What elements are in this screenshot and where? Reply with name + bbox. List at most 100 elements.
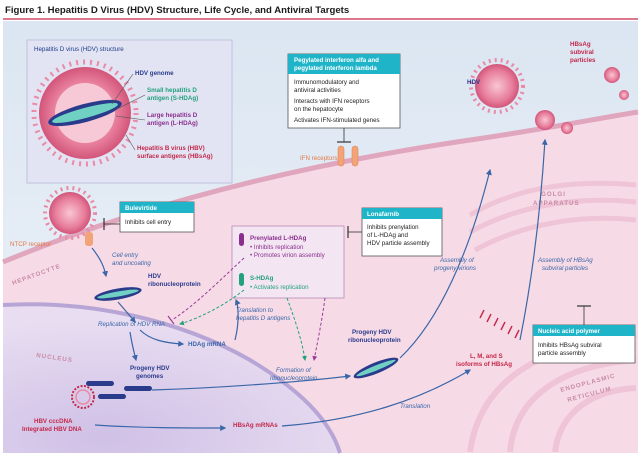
label-assembly-virions-2: progeny virions	[433, 265, 476, 272]
prenylated-l-hdag-icon	[239, 233, 244, 246]
ntcp-receptor-illustration	[85, 232, 93, 246]
lonafarnib-box-header	[362, 208, 442, 219]
arrow-to-formation-shdag	[286, 297, 307, 361]
arrow-assembly-virions	[399, 168, 492, 359]
hdv-ribonucleoprotein-illustration	[94, 287, 142, 301]
inset-leader-lines	[111, 73, 146, 151]
label-hdv-rnp-2: ribonucleoprotein	[148, 281, 201, 288]
label-ntcp-receptor: NTCP receptor	[10, 241, 51, 248]
label-cell-entry-1: Cell entry	[112, 252, 139, 259]
label-hbsag-2: surface antigens (HBsAg)	[137, 153, 213, 160]
label-replication: Replication of HDV RNA	[98, 321, 165, 328]
interferon-title-2: pegylated interferon lambda	[294, 65, 377, 72]
arrow-to-progeny-genomes	[129, 331, 138, 362]
arrow-inhibits-replication	[171, 257, 245, 321]
progeny-genomes-illustration	[86, 381, 152, 399]
interferon-line-2: antiviral activities	[294, 87, 341, 94]
arrow-assembly-hbsag	[519, 138, 548, 341]
label-translation-lower: Translation	[400, 403, 431, 410]
lonafarnib-line-3: HDV particle assembly	[367, 240, 430, 247]
label-hbsag-1: Hepatitis B virus (HBV)	[137, 145, 205, 152]
arrow-genomes-to-rnp	[151, 373, 352, 391]
label-lms-2: isoforms of HBsAg	[456, 361, 512, 368]
interferon-line-4: on the hepatocyte	[294, 106, 344, 113]
prenylated-line-1: • Inhibits replication	[250, 244, 304, 251]
label-formation-2: ribonucleoprotein	[270, 375, 318, 382]
hbv-cccdna-illustration	[71, 385, 95, 409]
label-l-hdag-2: antigen (L-HDAg)	[147, 120, 198, 127]
golgi-apparatus	[468, 180, 637, 253]
nuclear-envelope	[2, 302, 342, 454]
label-s-hdag-1: Small hepatitis D	[147, 87, 197, 94]
arrow-entry	[91, 247, 108, 278]
interferon-box-header	[288, 54, 400, 74]
label-progeny-rnp-1: Progeny HDV	[352, 329, 392, 336]
bulevirtide-box-header	[120, 202, 194, 213]
bulevirtide-title: Bulevirtide	[125, 205, 158, 212]
antigen-box	[231, 225, 345, 299]
label-hbsag-particles-2: subviral	[570, 49, 594, 56]
arrow-to-hdag-mrna	[139, 329, 185, 347]
label-hbv-cccdna: HBV cccDNA	[34, 418, 73, 425]
s-hdag-icon	[239, 273, 244, 286]
arrow-to-replication	[117, 301, 136, 323]
nap-line-1: Inhibits HBsAg subviral	[538, 342, 602, 349]
lonafarnib-title: Lonafarnib	[367, 211, 399, 218]
label-assembly-hbsag-2: subviral particles	[542, 265, 588, 272]
label-hdv-genome: HDV genome	[135, 70, 174, 77]
ifn-receptors-illustration	[337, 145, 359, 167]
label-assembly-virions-1: Assembly of	[439, 257, 475, 264]
label-hdv-rnp-1: HDV	[148, 273, 162, 280]
label-ifn-receptors: IFN receptors	[300, 155, 337, 162]
label-progeny-genomes-2: genomes	[136, 373, 164, 380]
shdag-line-1: • Activates replication	[250, 284, 309, 291]
label-formation-1: Formation of	[276, 367, 312, 374]
label-translation-2: hepatitis D antigens	[236, 315, 290, 322]
label-golgi-2: APPARATUS	[533, 200, 580, 207]
hdv-virion-released	[469, 58, 525, 114]
prenylated-title: Prenylated L-HDAg	[250, 235, 307, 242]
prenylated-line-2: • Promotes virion assembly	[250, 252, 326, 259]
inset-title: Hepatitis D virus (HDV) structure	[34, 46, 124, 53]
label-hbsag-particles-1: HBsAg	[570, 41, 591, 48]
hbsag-isoforms-illustration	[479, 309, 520, 339]
hdv-virion-entering	[43, 186, 97, 240]
lonafarnib-line-2: of L-HDAg and	[367, 232, 408, 239]
arrow-activates-replication	[179, 289, 245, 326]
cell-membrane	[2, 109, 639, 265]
label-progeny-rnp-2: ribonucleoprotein	[348, 337, 401, 344]
nap-title: Nucleic acid polymer	[538, 328, 600, 335]
label-progeny-genomes-1: Progeny HDV	[130, 365, 170, 372]
label-s-hdag-2: antigen (S-HDAg)	[147, 95, 198, 102]
interferon-line-5: Activates IFN-stimulated genes	[294, 117, 380, 124]
label-lms-1: L, M, and S	[470, 353, 503, 360]
label-assembly-hbsag-1: Assembly of HBsAg	[537, 257, 593, 264]
label-l-hdag-1: Large hepatitis D	[147, 112, 198, 119]
label-hbsag-mrnas: HBsAg mRNAs	[233, 422, 278, 429]
arrow-to-hbsag-mrnas	[94, 424, 227, 431]
arrow-to-formation-prenylated	[312, 297, 326, 361]
interferon-line-3: Interacts with IFN receptors	[294, 98, 370, 105]
inhibit-bar-replication	[167, 315, 175, 325]
label-translation-1: Translation to	[236, 307, 274, 314]
label-cell-entry-2: and uncoating	[112, 260, 151, 267]
label-hdag-mrna: HDAg mRNA	[188, 341, 226, 348]
label-golgi-1: GOLGI	[541, 191, 566, 198]
label-hbsag-particles-3: particles	[570, 57, 596, 64]
bulevirtide-line-1: Inhibits cell entry	[125, 219, 172, 226]
hbsag-subviral-particles	[535, 67, 629, 134]
lonafarnib-line-1: Inhibits prenylation	[367, 224, 419, 231]
nap-box-header	[533, 325, 635, 336]
label-integrated-hbv: Integrated HBV DNA	[22, 426, 82, 433]
interferon-title-1: Pegylated interferon alfa and	[294, 57, 379, 64]
hdv-virion-illustration	[31, 59, 139, 167]
figure-title: Figure 1. Hepatitis D Virus (HDV) Struct…	[5, 5, 349, 16]
progeny-rnp-illustration	[353, 357, 399, 379]
arrow-translation-lower	[281, 369, 472, 427]
shdag-title: S-HDAg	[250, 275, 274, 282]
interferon-line-1: Immunomodulatory and	[294, 79, 360, 86]
label-hdv-top: HDV	[467, 79, 481, 86]
nucleus	[3, 304, 340, 453]
